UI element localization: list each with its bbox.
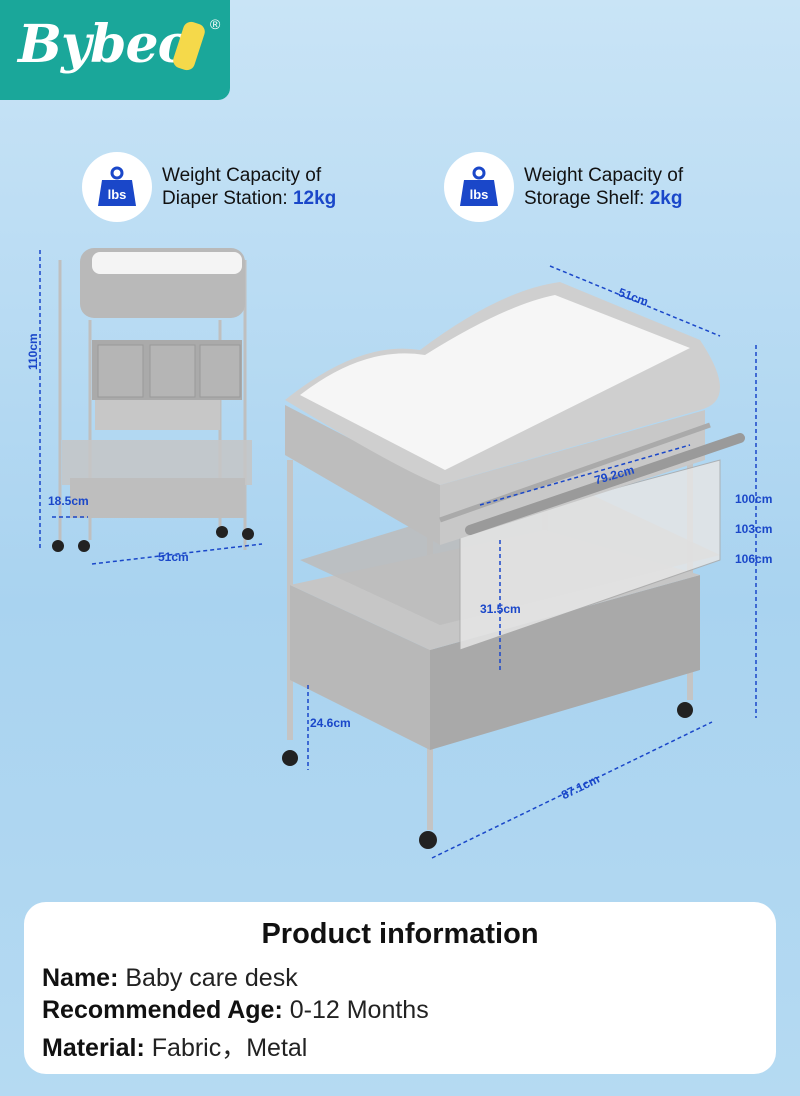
badge-diaper-station: lbs Weight Capacity of Diaper Station: 1…: [82, 152, 336, 222]
trademark-mark: ®: [210, 16, 221, 32]
row-value: 0-12 Months: [289, 996, 429, 1024]
dimension-left-height: 110cm: [26, 333, 40, 370]
row-key: Recommended Age:: [42, 996, 283, 1024]
badge-line1: Weight Capacity of: [162, 165, 322, 186]
row-value: Baby care desk: [125, 964, 298, 992]
dimension-left-depth: 18.5cm: [48, 494, 89, 508]
dimension-left-width: 51cm: [158, 550, 189, 564]
row-key: Material:: [42, 1034, 145, 1062]
badge-text: Weight Capacity of Diaper Station: 12kg: [162, 164, 336, 210]
row-key: Name:: [42, 964, 119, 992]
dimension-leg-height: 24.6cm: [310, 716, 351, 730]
dimension-height-100: 100cm: [735, 492, 773, 506]
lbs-weight-icon: lbs: [444, 152, 514, 222]
badge-line2: Storage Shelf:: [524, 188, 645, 209]
brand-name: Bybeo: [18, 14, 192, 75]
badge-icon-label: lbs: [108, 187, 127, 202]
product-info-row-name: Name: Baby care desk: [42, 964, 298, 993]
dimension-height-106: 106cm: [735, 552, 773, 566]
dimension-basket-height: 31.5cm: [480, 602, 521, 616]
badge-line1: Weight Capacity of: [524, 165, 684, 186]
product-illustration: [39, 248, 757, 859]
badge-value: 2kg: [649, 188, 683, 209]
lbs-weight-icon: lbs: [82, 152, 152, 222]
badge-line2: Diaper Station:: [162, 188, 288, 209]
brand-logo: Bybeo ®: [0, 0, 230, 100]
changing-table-illustration: [282, 282, 745, 849]
product-info-card: Product information Name: Baby care desk…: [24, 902, 776, 1074]
badge-text: Weight Capacity of Storage Shelf: 2kg: [524, 164, 683, 210]
product-info-title: Product information: [261, 918, 539, 950]
badge-value: 12kg: [292, 188, 337, 209]
row-value: Fabric，Metal: [151, 1034, 308, 1062]
badge-storage-shelf: lbs Weight Capacity of Storage Shelf: 2k…: [444, 152, 683, 222]
dimension-height-103: 103cm: [735, 522, 773, 536]
product-info-row-material: Material: Fabric，Metal: [42, 1028, 307, 1064]
badge-icon-label: lbs: [470, 187, 489, 202]
product-info-row-age: Recommended Age: 0-12 Months: [42, 996, 429, 1025]
